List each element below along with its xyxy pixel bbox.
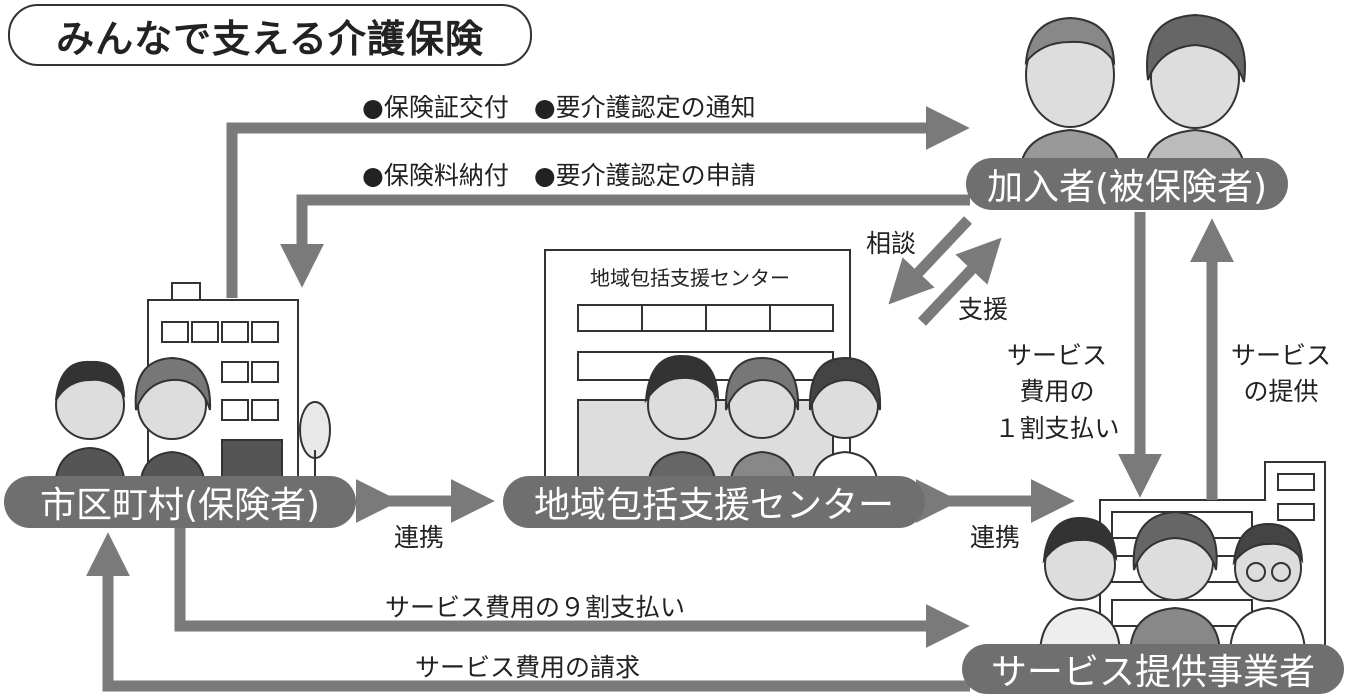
label-top1: ●保険証交付 ●要介護認定の通知 [362, 93, 756, 122]
diagram-title: みんなで支える介護保険 [8, 4, 532, 66]
label-link-right: 連携 [970, 523, 1021, 552]
center-staff-illustration [644, 354, 882, 491]
label-support: 支援 [958, 295, 1009, 324]
arrow-support [917, 237, 1002, 326]
node-insured: 加入者(被保険者) [966, 158, 1288, 210]
arrow-consult [888, 216, 973, 305]
label-provide: サービス の提供 [1218, 338, 1344, 411]
arrow-insurance-card-to-insured [226, 106, 970, 298]
node-municipality: 市区町村(保険者) [4, 476, 356, 528]
arrow-claim-to-municipality [86, 532, 970, 692]
flow-arrows [86, 106, 1234, 692]
label-copay-line2: 費用の [1019, 377, 1095, 407]
node-center: 地域包括支援センター [503, 476, 925, 528]
label-top2: ●保険料納付 ●要介護認定の申請 [362, 161, 756, 190]
insured-couple-illustration [1018, 13, 1247, 176]
label-link-left: 連携 [394, 523, 445, 552]
municipality-staff-illustration [53, 356, 212, 491]
label-pay90: サービス費用の９割支払い [385, 593, 686, 622]
label-provide-line1: サービス [1230, 341, 1331, 370]
arrow-premium-to-municipality [280, 194, 970, 288]
municipality-building-illustration [147, 282, 331, 491]
label-copay-line1: サービス [1006, 341, 1107, 370]
label-provide-line2: の提供 [1243, 377, 1319, 407]
label-copay-line3: １割支払い [994, 413, 1120, 443]
provider-staff-illustration [1038, 510, 1307, 656]
label-claim: サービス費用の請求 [415, 653, 641, 682]
center-building-sign: 地域包括支援センター [590, 266, 790, 290]
arrow-pay90-to-provider [174, 528, 970, 648]
label-copay: サービス 費用の １割支払い [972, 338, 1142, 447]
label-consult: 相談 [866, 229, 917, 258]
node-provider: サービス提供事業者 [962, 644, 1344, 694]
